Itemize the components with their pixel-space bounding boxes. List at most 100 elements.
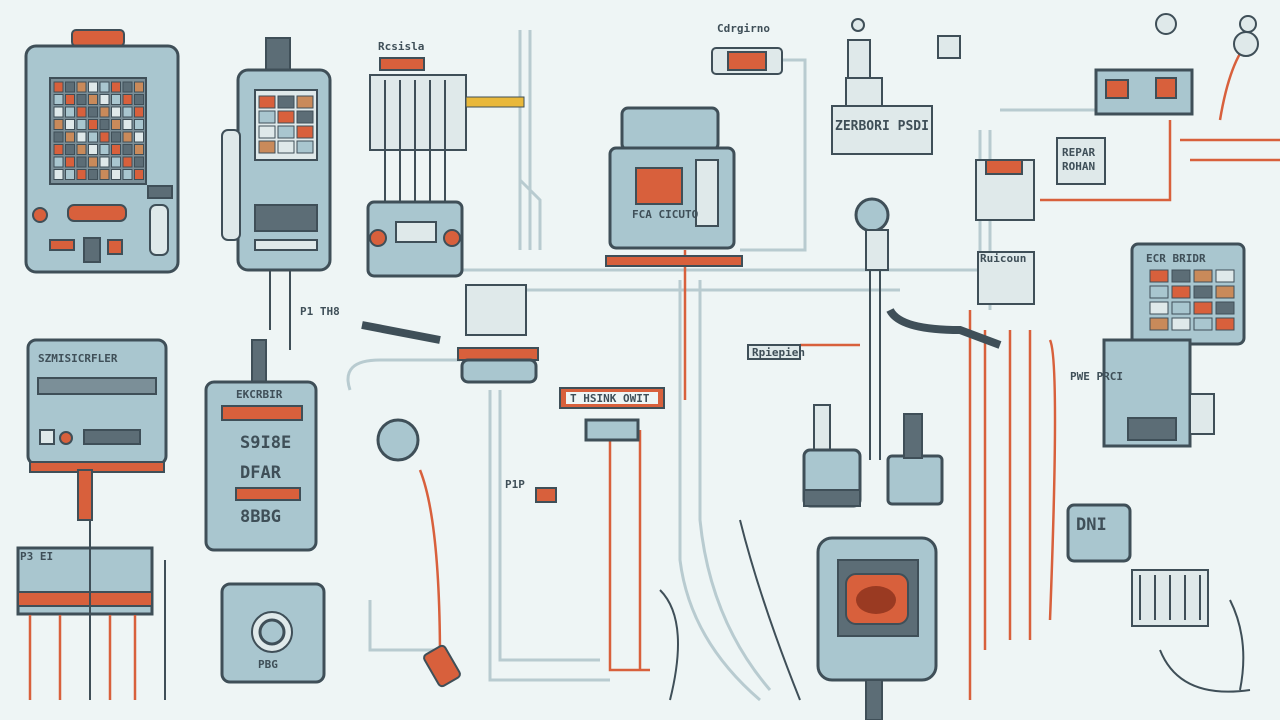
- grid-cell: [65, 156, 75, 168]
- grid-cell: [53, 106, 64, 118]
- grid-cell: [88, 156, 98, 168]
- grid-cell: [1149, 285, 1169, 299]
- grid-cell: [296, 125, 314, 139]
- wire-network: [346, 30, 1280, 702]
- grid-cell: [1193, 285, 1213, 299]
- repair-box-line1: REPAR: [1062, 146, 1095, 159]
- grid-cell: [99, 81, 110, 93]
- grid-cell: [134, 144, 144, 155]
- grid-cell: [277, 125, 295, 139]
- grid-cell: [134, 81, 144, 93]
- grid-cell: [111, 169, 121, 180]
- grid-cell: [99, 156, 110, 168]
- grid-cell: [99, 119, 110, 130]
- grid-cell: [1149, 317, 1169, 331]
- grid-cell: [122, 119, 133, 130]
- grid-cell: [53, 156, 64, 168]
- grid-cell: [1215, 285, 1235, 299]
- grid-cell: [134, 156, 144, 168]
- grid-cell: [76, 144, 87, 155]
- side-tag: P1 TH8: [300, 305, 340, 318]
- grid-cell: [277, 95, 295, 109]
- grid-cell: [1193, 317, 1213, 331]
- sensor-assembly: [802, 307, 1002, 720]
- terminal-strip: Rcsisla: [366, 40, 525, 278]
- left-panel-header: SZMISICRFLER: [38, 352, 118, 365]
- grid-cell: [53, 119, 64, 130]
- control-unit: Cdrgirno FCA CICUTO: [605, 22, 783, 267]
- grid-cell: [122, 106, 133, 118]
- grid-cell: [65, 94, 75, 105]
- grid-cell: [134, 119, 144, 130]
- grid-cell: [296, 140, 314, 154]
- relay-box-label: DNI: [1076, 515, 1107, 535]
- grid-cell: [258, 140, 276, 154]
- grid-cell: [88, 94, 98, 105]
- terminal-block-label: ZERBORI PSDI: [835, 119, 929, 134]
- bottom-left-tag: P3 EI: [20, 550, 53, 563]
- grid-cell: [111, 144, 121, 155]
- grid-cell: [76, 119, 87, 130]
- grid-cell: [258, 95, 276, 109]
- grid-cell: [76, 156, 87, 168]
- grid-cell: [111, 156, 121, 168]
- grid-cell: [122, 131, 133, 143]
- tag-middle: Rpiepien: [752, 346, 805, 359]
- grid-cell: [122, 144, 133, 155]
- relay-label: PWE PRCI: [1070, 370, 1123, 383]
- grid-cell: [88, 144, 98, 155]
- grid-cell: [76, 106, 87, 118]
- meter-row3: 8BBG: [240, 507, 281, 527]
- top-title: Cdrgirno: [717, 22, 770, 35]
- grid-cell: [65, 131, 75, 143]
- grid-cell: [76, 169, 87, 180]
- meter-row1: S9I8E: [240, 433, 291, 453]
- grid-cell: [1149, 301, 1169, 315]
- grid-cell: [134, 106, 144, 118]
- grid-cell: [122, 94, 133, 105]
- digital-meter: EKCRBIR S9I8E DFAR 8BBG PBG: [204, 339, 326, 684]
- grid-cell: [258, 110, 276, 124]
- grid-cell: [99, 131, 110, 143]
- grid-cell: [111, 94, 121, 105]
- grid-cell: [53, 94, 64, 105]
- grid-cell: [65, 81, 75, 93]
- grid-cell: [122, 169, 133, 180]
- grid-cell: [111, 81, 121, 93]
- handheld-tester: P1 TH8: [221, 37, 340, 350]
- meter-row2: DFAR: [240, 463, 282, 483]
- meter-header: EKCRBIR: [236, 388, 283, 401]
- grid-cell: [88, 169, 98, 180]
- grid-cell: [1171, 285, 1191, 299]
- connector-block: T HSINK OWIT Rpiepien P1P: [361, 284, 805, 688]
- grid-cell: [111, 106, 121, 118]
- grid-cell: [88, 106, 98, 118]
- terminal-block: ZERBORI PSDI: [831, 18, 961, 460]
- grid-cell: [258, 125, 276, 139]
- grid-cell: [65, 169, 75, 180]
- switch-box-label: T HSINK OWIT: [570, 392, 650, 405]
- grid-cell: [1171, 269, 1191, 283]
- fuse-label: Ruicoun: [980, 252, 1026, 265]
- grid-cell: [53, 131, 64, 143]
- grid-cell: [1193, 269, 1213, 283]
- control-unit-label: FCA CICUTO: [632, 208, 699, 221]
- grid-cell: [1171, 301, 1191, 315]
- bottom-tag: PBG: [258, 658, 278, 671]
- top-left-tag: Rcsisla: [378, 40, 424, 53]
- grid-cell: [1215, 301, 1235, 315]
- repair-box-line2: ROHAN: [1062, 160, 1095, 173]
- grid-cell: [1193, 301, 1213, 315]
- grid-cell: [88, 131, 98, 143]
- grid-cell: [277, 110, 295, 124]
- grid-cell: [76, 131, 87, 143]
- grid-cell: [65, 144, 75, 155]
- grid-cell: [53, 169, 64, 180]
- grid-cell: [76, 81, 87, 93]
- grid-cell: [88, 119, 98, 130]
- grid-cell: [134, 169, 144, 180]
- grid-cell: [99, 144, 110, 155]
- grid-cell: [1149, 269, 1169, 283]
- right-meter: ECR BRIDR DNI PWE PRCI: [1066, 242, 1246, 627]
